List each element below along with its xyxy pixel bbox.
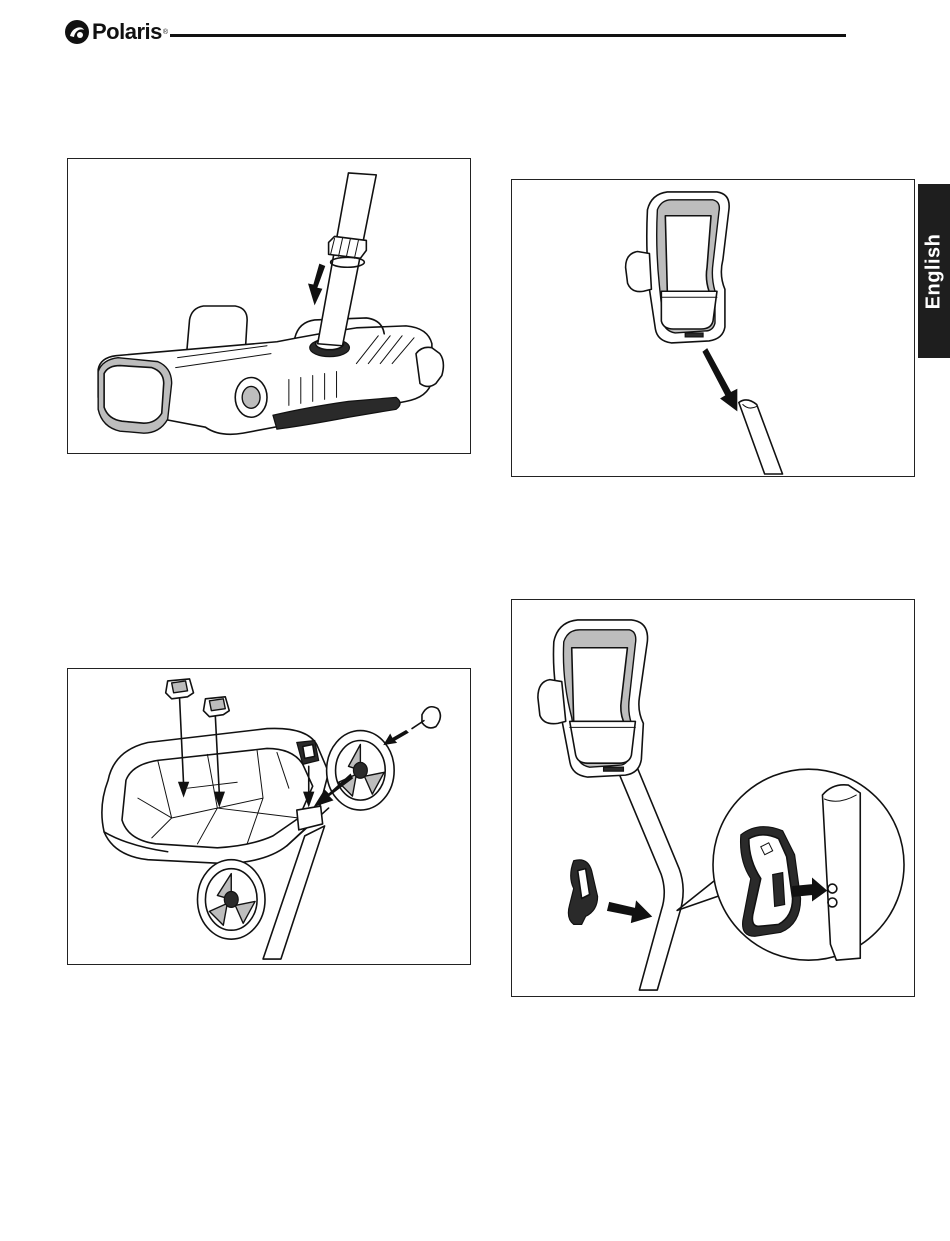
header-rule <box>170 34 846 37</box>
brand-trademark: ® <box>163 29 168 36</box>
language-tab: English <box>918 184 950 358</box>
polaris-logo: Polaris ® <box>64 16 168 48</box>
handle-onto-pole-illustration <box>512 180 914 476</box>
figure-hose-attach <box>67 158 471 454</box>
brand-name: Polaris <box>92 21 162 43</box>
figure-handle-clip-detail <box>511 599 915 997</box>
figure-handle-onto-pole <box>511 179 915 477</box>
language-tab-label: English <box>923 233 946 309</box>
cleaner-hose-attach-illustration <box>68 159 470 453</box>
handle-clip-detail-illustration <box>512 600 914 996</box>
polaris-swirl-icon <box>64 19 90 45</box>
caddy-cart-assembly-illustration <box>68 669 470 964</box>
figure-caddy-assembly <box>67 668 471 965</box>
